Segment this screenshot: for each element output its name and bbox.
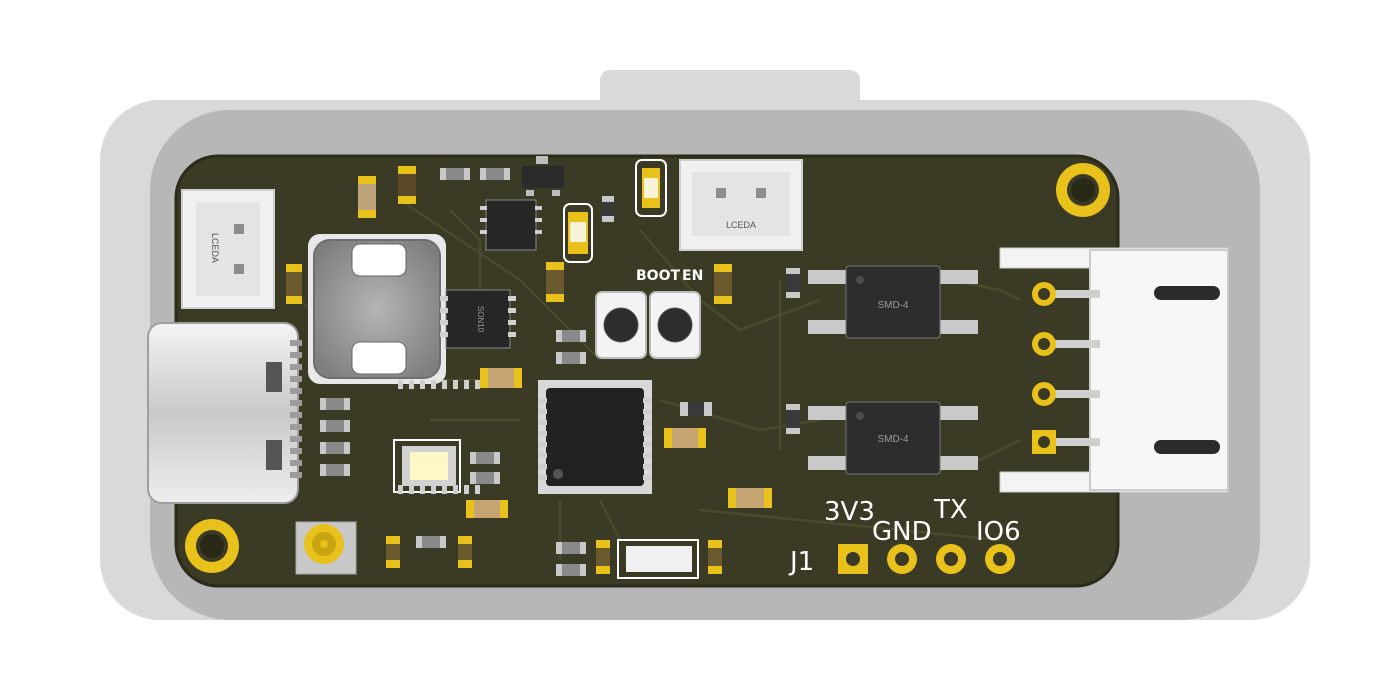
- smd4-top: SMD-4: [808, 265, 978, 339]
- passive-components: [286, 166, 800, 576]
- pin-tx-label: TX: [933, 495, 968, 525]
- crystal: [393, 439, 461, 493]
- connector-right-4pin: [999, 247, 1229, 493]
- son10-label: SON10: [476, 306, 485, 333]
- connector-top-jst: LCEDA: [679, 159, 803, 251]
- connector-left-label: LCEDA: [210, 233, 220, 263]
- mounting-hole-bottom-left: [185, 519, 239, 573]
- mounting-hole-top-right: [1056, 163, 1110, 217]
- led-top: [635, 159, 667, 217]
- antenna-connector: [295, 521, 357, 575]
- smd4-top-label: SMD-4: [877, 300, 909, 311]
- boot-button[interactable]: [595, 291, 647, 359]
- diode-bottom: [617, 539, 699, 579]
- sot23-transistor: [522, 156, 564, 196]
- pin-gnd-label: GND: [872, 517, 932, 547]
- connector-left-jst: LCEDA: [181, 189, 275, 309]
- en-button[interactable]: [649, 291, 701, 359]
- pin-io6-label: IO6: [976, 517, 1021, 547]
- mcu-ic: [538, 380, 652, 494]
- son10-ic: SON10: [440, 289, 516, 349]
- regulator-ic: [480, 199, 542, 251]
- mcu-pins: [398, 380, 652, 494]
- boot-label: BOOT: [636, 268, 680, 284]
- pin-3v3-label: 3V3: [824, 497, 875, 527]
- j1-label: J1: [788, 547, 814, 577]
- en-label: EN: [682, 268, 703, 284]
- power-inductor: [308, 234, 446, 384]
- usb-c-connector: [147, 322, 302, 504]
- smd4-bottom-label: SMD-4: [877, 434, 909, 445]
- connector-top-label: LCEDA: [726, 220, 756, 230]
- led-mid: [563, 203, 593, 263]
- smd4-bottom: SMD-4: [808, 401, 978, 475]
- header-j1: [838, 544, 1015, 574]
